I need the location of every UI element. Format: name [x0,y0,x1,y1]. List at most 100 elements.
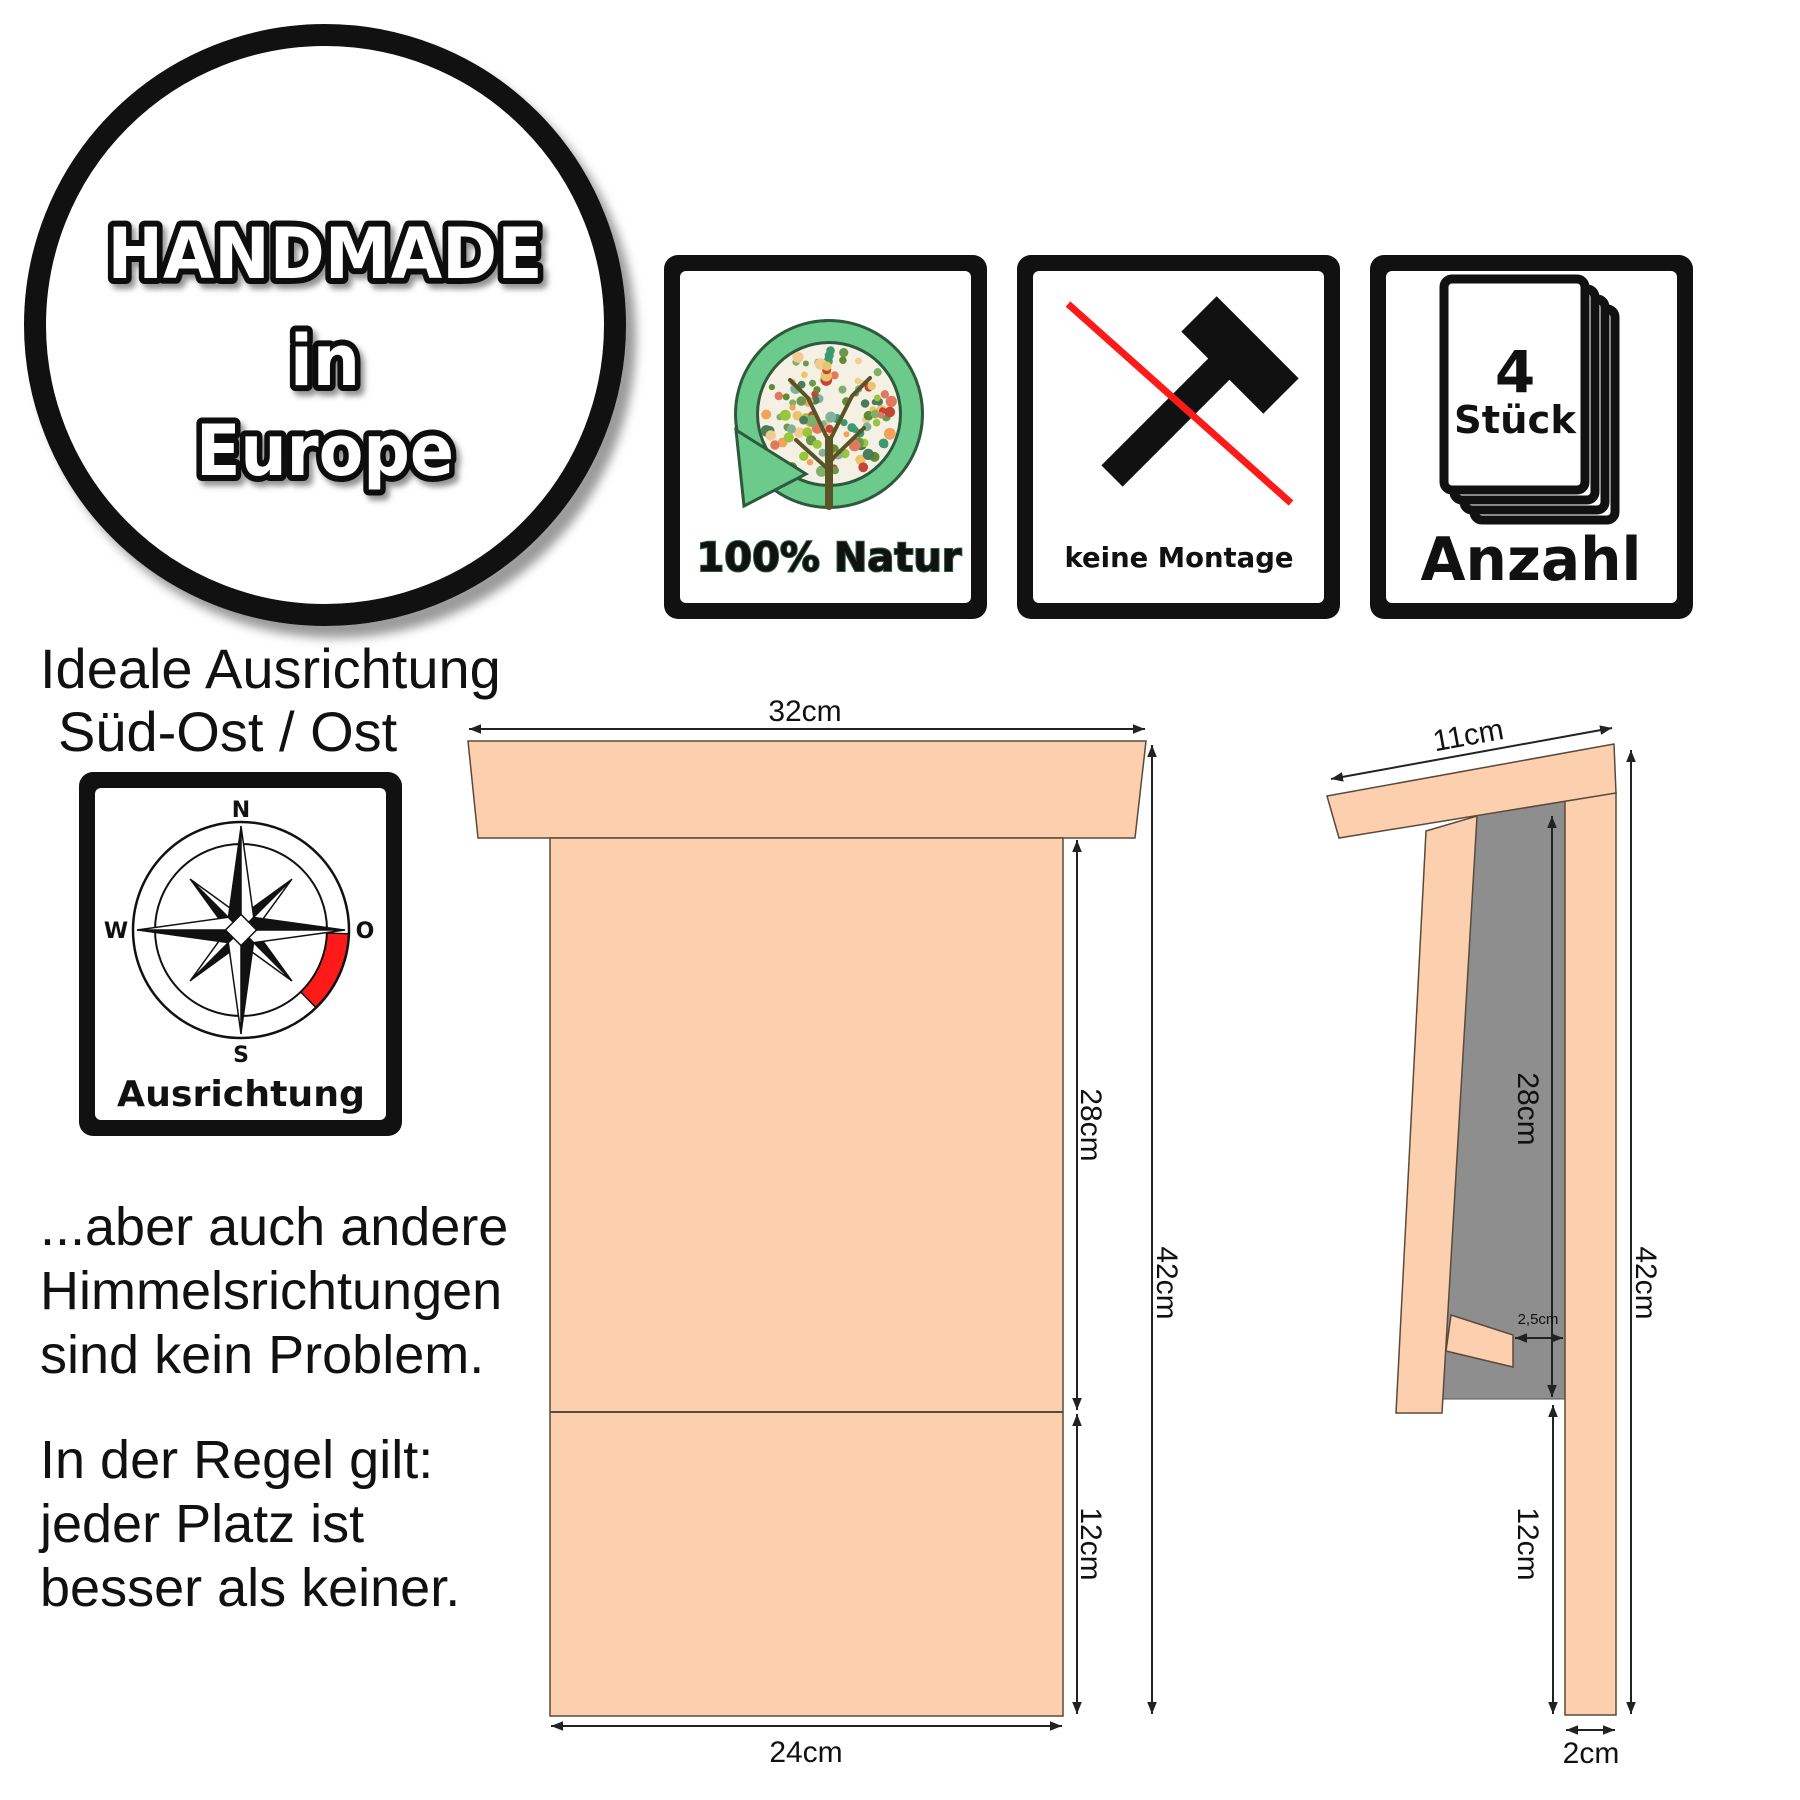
feature-keine-montage: keine Montage [1017,255,1340,619]
leaf-dot [858,462,869,473]
stacked-cards-icon [1439,274,1620,525]
leaf-dot [831,466,839,475]
leaf-dot [802,427,813,438]
dim-label-gap: 2,5cm [1518,1311,1559,1328]
feature-label-natur: 100% Natur [697,535,962,581]
leaf-dot [854,377,862,385]
hammer-handle [1101,349,1239,487]
compass-label-s: S [233,1043,249,1068]
dim-label-side-total-height: 42cm [1629,1246,1662,1319]
note-line: ...aber auch andere [40,1197,508,1257]
notes-text: ...aber auch andere Himmelsrichtungen si… [38,1197,508,1618]
compass-caption: Ausrichtung [117,1074,365,1115]
leaf-dot [873,368,882,377]
leaf-dot [796,396,806,406]
leaf-dot [860,399,870,408]
leaf-dot [806,414,818,427]
badge-ring [24,24,626,626]
leaf-dot [801,371,808,379]
note-line: sind kein Problem. [40,1325,484,1385]
leaf-dot [826,346,835,355]
tree-recycle-icon [734,319,924,510]
side-landing-strip [1445,1314,1514,1368]
badge-line-europe: Europe [196,410,454,492]
card-count: 4 [1495,338,1535,406]
leaf-dot [799,415,808,425]
compass-label-w: W [104,919,128,944]
leaf-dot [786,424,797,434]
dim-label-roof-depth: 11cm [1430,713,1506,758]
hammer-head [1181,296,1299,414]
side-view: 11cm 28cm 2,5cm 12cm 42cm 2cm [1326,713,1662,1770]
note-line: Himmelsrichtungen [40,1261,502,1321]
leaf-dot [884,406,896,418]
dim-line-roof-depth [1330,725,1613,782]
leaf-dot [782,393,790,401]
leaf-dot [783,432,794,443]
dim-label-board-thickness: 2cm [1563,1737,1620,1770]
leaf-dot [765,430,776,441]
leaf-dot [838,385,847,394]
leaf-dot [799,451,809,461]
compass-box: N W O S Ausrichtung [79,772,402,1136]
tree-trunk [788,376,872,510]
leaf-dot [855,454,866,465]
tree-leaves [760,346,897,477]
leaf-dot [761,409,772,420]
leaf-dot [802,360,809,367]
dim-label-inner-height: 28cm [1511,1072,1544,1145]
leaf-dot [855,357,862,365]
leaf-dot [806,459,814,466]
compass-outer-ring [131,820,351,1040]
leaf-dot [862,448,874,460]
leaf-dot [867,381,876,391]
leaf-dot [830,371,839,380]
feature-natur: 100% Natur [664,255,987,619]
leaf-dot [870,409,880,419]
leaf-dot [840,419,848,427]
leaf-dot [818,448,827,457]
leaf-dot [812,439,822,449]
leaf-dot [789,399,797,407]
leaf-dot [883,427,896,440]
crossed-hammer-icon [1065,296,1299,506]
orientation-heading-line1: Ideale Ausrichtung [40,637,501,700]
dim-label-side-lower-height: 12cm [1511,1507,1544,1580]
leaf-dot [813,386,821,394]
leaf-dot [885,395,897,408]
leaf-dot [825,424,834,433]
dim-label-upper-height: 28cm [1074,1088,1107,1161]
leaf-dot [809,379,816,387]
dim-label-bottom-width: 24cm [769,1736,842,1769]
leaf-dot [789,404,796,411]
recycle-arrow-icon [734,427,810,509]
leaf-dot [774,391,783,401]
leaf-dot [877,411,885,419]
leaf-dot [872,418,881,427]
leaf-dot [843,431,850,438]
leaf-dot [880,390,889,399]
dim-label-lower-height: 12cm [1074,1507,1107,1580]
leaf-dot [792,351,804,363]
badge-line-handmade: HANDMADE [108,213,543,295]
leaf-dot [839,356,847,365]
handmade-badge: HANDMADE in Europe [24,24,636,638]
front-body [549,837,1064,1717]
compass-label-o: O [356,919,375,944]
feature-anzahl: 4 Stück Anzahl [1370,255,1693,619]
leaf-dot [839,348,849,358]
front-view: 32cm 24cm 28cm 12cm 42cm [467,695,1183,1769]
feature-label-keine-montage: keine Montage [1065,541,1294,574]
badge-line-in: in [290,320,360,402]
front-roof [467,740,1147,839]
leaf-dot [825,411,837,423]
dim-label-total-height: 42cm [1150,1246,1183,1319]
leaf-dot [793,427,805,439]
leaf-dot [822,361,832,371]
feature-label-anzahl: Anzahl [1421,525,1642,595]
card-front [1439,274,1590,495]
leaf-dot [873,394,881,402]
note-line: In der Regel gilt: [40,1430,433,1490]
note-line: besser als keiner. [40,1558,460,1618]
